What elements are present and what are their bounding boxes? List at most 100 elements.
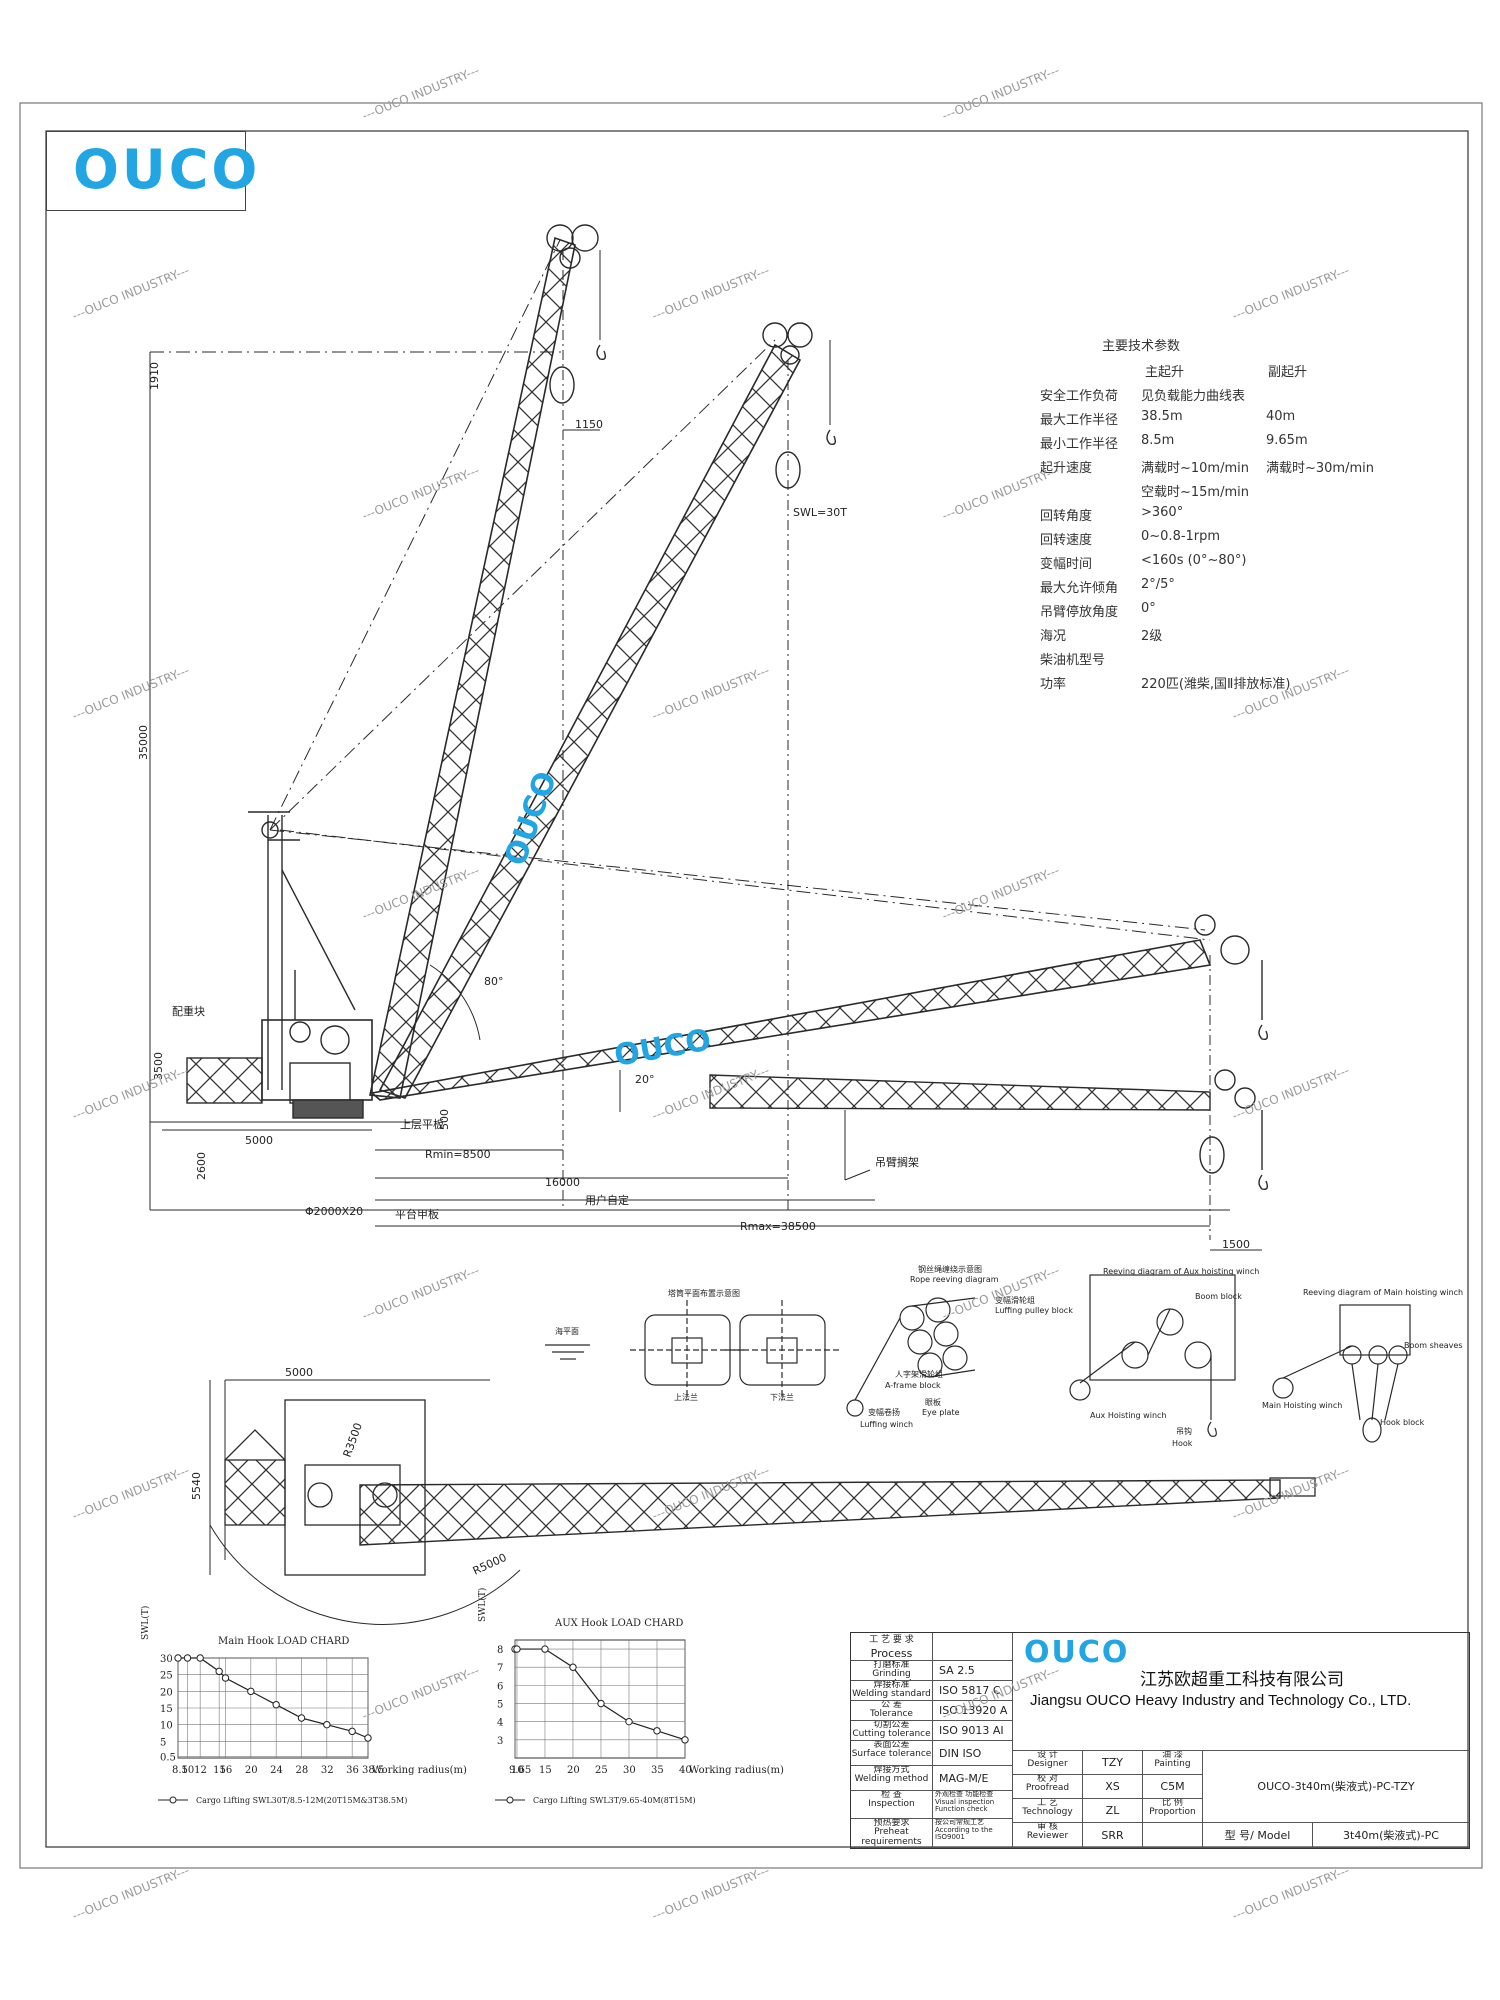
x-tick-label: 12 (194, 1765, 207, 1776)
y-tick-label: 20 (160, 1687, 173, 1698)
y-tick-label: 10 (160, 1721, 173, 1732)
plan-r3500: R3500 (341, 1421, 365, 1459)
spec-main: <160s (0°~80°) (1141, 553, 1247, 568)
data-point (323, 1720, 331, 1729)
spec-main: 38.5m (1141, 409, 1183, 424)
counterweight-label: 配重块 (172, 1004, 205, 1018)
title-block-logo: OUCO (1024, 1635, 1130, 1670)
y-tick-label: 4 (497, 1718, 503, 1729)
process-row-value: 外观检查 功能检查 Visual inspection Function che… (933, 1791, 1013, 1819)
y-tick-label: 5 (497, 1700, 503, 1711)
boom-sheaves-label: Boom sheaves (1404, 1341, 1463, 1350)
dim-diameter: Φ2000X20 (305, 1205, 363, 1218)
review-value: SRR (1083, 1823, 1143, 1848)
swl-label: SWL=30T (793, 506, 847, 519)
company-name-en: Jiangsu OUCO Heavy Industry and Technolo… (1030, 1692, 1412, 1709)
upper-deck-label: 上层平板 (400, 1117, 444, 1131)
process-header-blank (933, 1633, 1013, 1661)
series-line (178, 1657, 369, 1739)
data-point (196, 1654, 204, 1662)
dim-16000: 16000 (545, 1176, 580, 1189)
legend-text: Cargo Lifting SWL30T/8.5-12M(20T15M&3T38… (196, 1796, 407, 1805)
x-tick-label: 32 (321, 1765, 334, 1776)
crane-elevation (149, 224, 1269, 1251)
data-point (348, 1727, 356, 1736)
x-tick-label: 15 (213, 1765, 226, 1776)
process-row-value: SA 2.5 (933, 1661, 1013, 1681)
rest-label: 吊臂搁架 (875, 1155, 919, 1169)
data-point (221, 1674, 230, 1682)
chart-title: Main Hook LOAD CHARD (218, 1636, 349, 1647)
spec-aux: 9.65m (1266, 433, 1308, 448)
luffing-winch-label: Luffing winch (860, 1420, 913, 1429)
dim-1500: 1500 (1222, 1238, 1250, 1251)
dim-rmax: Rmax=38500 (740, 1220, 816, 1233)
data-point (215, 1667, 223, 1676)
spec-main: 空载时~15m/min (1141, 485, 1249, 500)
x-tick-label: 20 (245, 1765, 258, 1776)
inner-border (45, 130, 1469, 1848)
main-title: Reeving diagram of Main hoisting winch (1303, 1288, 1463, 1297)
spec-row: 柴油机型号 (1040, 649, 1380, 671)
data-point (569, 1663, 577, 1671)
crane-house (261, 1019, 373, 1101)
x-tick-label: 36 (346, 1765, 359, 1776)
aframe-cn: 人字架滑轮组 (895, 1369, 943, 1379)
rope-label: 钢丝绳缠绕示意图 (918, 1264, 982, 1274)
spec-row: 变幅时间<160s (0°~80°) (1040, 553, 1380, 575)
spec-label: 最小工作半径 (1040, 437, 1119, 452)
plate-title: 塔筒平面布置示意图 (668, 1288, 740, 1298)
y-tick-label: 3 (497, 1736, 503, 1747)
data-point (625, 1717, 633, 1726)
x-axis-label: Working radius(m) (372, 1765, 467, 1776)
process-header: 工 艺 要 求 Process requirements (851, 1633, 933, 1661)
spec-aux: 满载时~30m/min (1266, 461, 1374, 476)
plan-r5000: R5000 (471, 1551, 509, 1578)
y-tick-label: 30 (160, 1654, 173, 1665)
spec-main: 220匹(潍柴,国Ⅱ排放标准) (1141, 677, 1291, 692)
y-tick-label: 7 (497, 1663, 503, 1674)
data-point (681, 1736, 689, 1744)
aframe-label: A-frame block (885, 1381, 941, 1390)
legend-text: Cargo Lifting SWL3T/9.65-40M(8T15M) (533, 1796, 696, 1805)
chart-frame (514, 1639, 686, 1759)
luffing-pulley-en: Luffing pulley block (995, 1306, 1073, 1315)
mid-boom (378, 343, 802, 1099)
y-tick-label: 15 (160, 1704, 173, 1715)
title-block: 工 艺 要 求 Process requirements 打磨标准Grindin… (850, 1632, 1470, 1849)
x-tick-label: 24 (270, 1765, 283, 1776)
boom-block-label: Boom block (1195, 1292, 1242, 1301)
spec-main: >360° (1141, 505, 1184, 520)
spec-label: 海况 (1040, 629, 1067, 644)
x-tick-label: 20 (567, 1765, 580, 1776)
hook-block-label: Hook block (1380, 1418, 1425, 1427)
x-tick-label: 15 (539, 1765, 552, 1776)
x-tick-label: 16 (220, 1765, 233, 1776)
proof-value: XS (1083, 1775, 1143, 1799)
reeving-diagrams (545, 1274, 1411, 1443)
outer-border (19, 102, 1483, 1869)
spec-main: 0° (1141, 601, 1156, 616)
aux-title: Reeving diagram of Aux hoisting winch (1103, 1267, 1259, 1276)
data-point (183, 1654, 192, 1662)
spec-row: 空载时~15m/min (1040, 481, 1380, 503)
designer-value: TZY (1083, 1751, 1143, 1775)
spec-label: 安全工作负荷 (1040, 389, 1119, 404)
dim-35000: 35000 (137, 725, 150, 760)
